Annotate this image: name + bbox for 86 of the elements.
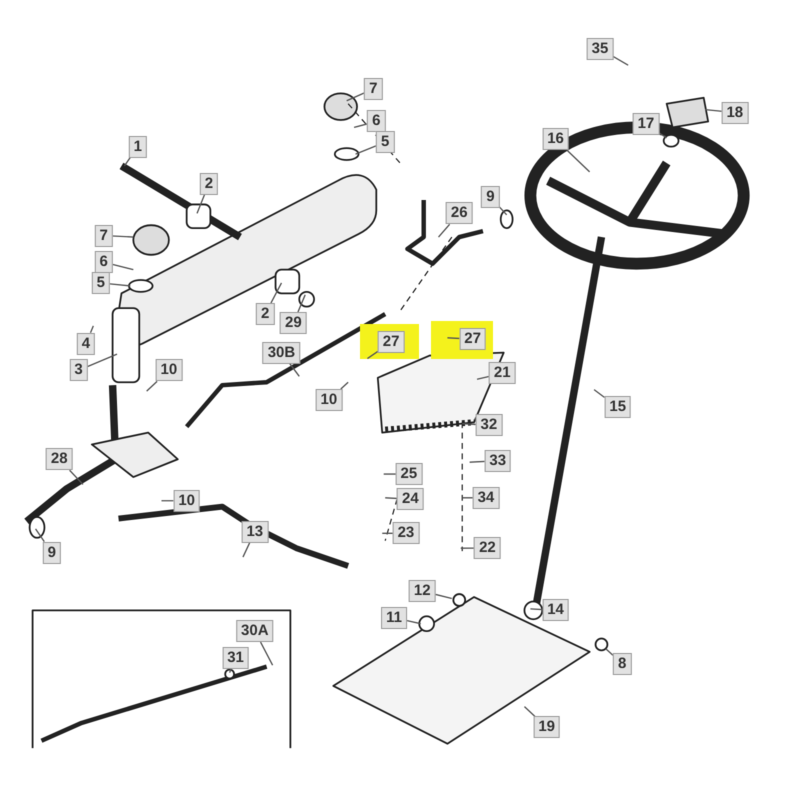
leader-line bbox=[229, 668, 232, 673]
callout-number: 26 bbox=[446, 202, 473, 224]
leader-line bbox=[462, 497, 473, 498]
callout-number: 30B bbox=[262, 342, 300, 364]
leader-line bbox=[499, 206, 508, 216]
callout-number: 27 bbox=[459, 328, 486, 350]
leader-line bbox=[658, 132, 668, 138]
callout-number: 22 bbox=[474, 537, 501, 560]
leader-line bbox=[90, 326, 94, 333]
callout-number: 16 bbox=[542, 128, 569, 150]
leader-line bbox=[530, 608, 542, 610]
callout-number: 33 bbox=[484, 450, 512, 472]
callout-number: 11 bbox=[381, 606, 407, 629]
callout-number: 6 bbox=[94, 251, 113, 274]
leader-line bbox=[297, 294, 306, 312]
leader-line bbox=[340, 382, 349, 390]
leader-line bbox=[196, 194, 206, 214]
leader-line bbox=[112, 264, 134, 270]
callout-number: 34 bbox=[472, 486, 500, 509]
callout-number: 13 bbox=[241, 520, 268, 543]
leader-line bbox=[524, 706, 536, 717]
leader-line bbox=[385, 497, 398, 500]
callout-number: 23 bbox=[392, 522, 420, 544]
leader-line bbox=[69, 470, 84, 485]
leader-line bbox=[566, 150, 590, 172]
leader-line bbox=[110, 283, 130, 287]
callout-number: 25 bbox=[396, 463, 422, 486]
callout-number: 12 bbox=[408, 580, 436, 602]
callout-number: 30A bbox=[236, 620, 274, 642]
callout-number: 4 bbox=[76, 332, 96, 355]
callout-number: 10 bbox=[156, 359, 182, 382]
callout-number: 18 bbox=[721, 102, 748, 124]
callout-number: 35 bbox=[586, 38, 614, 60]
callout-number: 9 bbox=[42, 542, 62, 564]
callout-number: 10 bbox=[173, 490, 200, 512]
callout-number: 17 bbox=[632, 113, 660, 136]
leader-line bbox=[112, 235, 134, 238]
callout-number: 28 bbox=[46, 448, 73, 470]
callout-number: 7 bbox=[94, 224, 113, 247]
callout-number: 21 bbox=[488, 362, 516, 384]
leader-line bbox=[346, 92, 364, 102]
callout-number: 10 bbox=[316, 389, 342, 411]
callout-number: 6 bbox=[367, 110, 386, 132]
callout-number: 24 bbox=[397, 488, 424, 510]
callout-number: 32 bbox=[476, 414, 502, 436]
callout-number: 5 bbox=[92, 272, 110, 294]
callout-number: 3 bbox=[69, 359, 88, 382]
leader-line bbox=[289, 363, 300, 377]
callout-number: 2 bbox=[200, 172, 218, 195]
leader-line bbox=[354, 123, 368, 128]
leader-line bbox=[406, 620, 421, 624]
leader-line bbox=[594, 389, 605, 398]
leader-line bbox=[384, 473, 396, 475]
leader-line bbox=[260, 642, 274, 666]
leader-line bbox=[87, 353, 118, 368]
leader-line bbox=[447, 337, 460, 340]
leader-line bbox=[613, 56, 628, 66]
leader-line bbox=[124, 157, 131, 166]
leader-line bbox=[355, 145, 376, 155]
callout-number: 31 bbox=[222, 646, 249, 669]
leader-line bbox=[462, 423, 476, 426]
callout-number: 9 bbox=[481, 186, 500, 208]
callout-number: 5 bbox=[376, 131, 394, 154]
leader-line bbox=[705, 108, 722, 112]
leader-line bbox=[460, 547, 474, 549]
callout-number: 2 bbox=[256, 303, 274, 326]
leader-line bbox=[470, 460, 484, 463]
leader-line bbox=[146, 380, 158, 392]
callout-number: 27 bbox=[378, 331, 404, 354]
callout-number: 8 bbox=[613, 652, 632, 675]
callout-number: 14 bbox=[542, 599, 569, 622]
callout-number: 19 bbox=[533, 716, 560, 738]
callout-number: 15 bbox=[604, 396, 632, 418]
callout-number: 7 bbox=[364, 78, 382, 100]
leader-line bbox=[476, 376, 490, 380]
leader-line bbox=[161, 500, 174, 502]
callout-number: 29 bbox=[280, 312, 307, 334]
leader-line bbox=[35, 528, 45, 542]
callout-number: 1 bbox=[128, 136, 147, 158]
leader-line bbox=[367, 350, 378, 360]
leader-line bbox=[435, 594, 452, 600]
leader-line bbox=[438, 224, 450, 238]
leader-line bbox=[605, 648, 614, 656]
leader-line bbox=[270, 282, 282, 304]
leader-line bbox=[382, 532, 393, 534]
leader-line bbox=[242, 542, 250, 558]
